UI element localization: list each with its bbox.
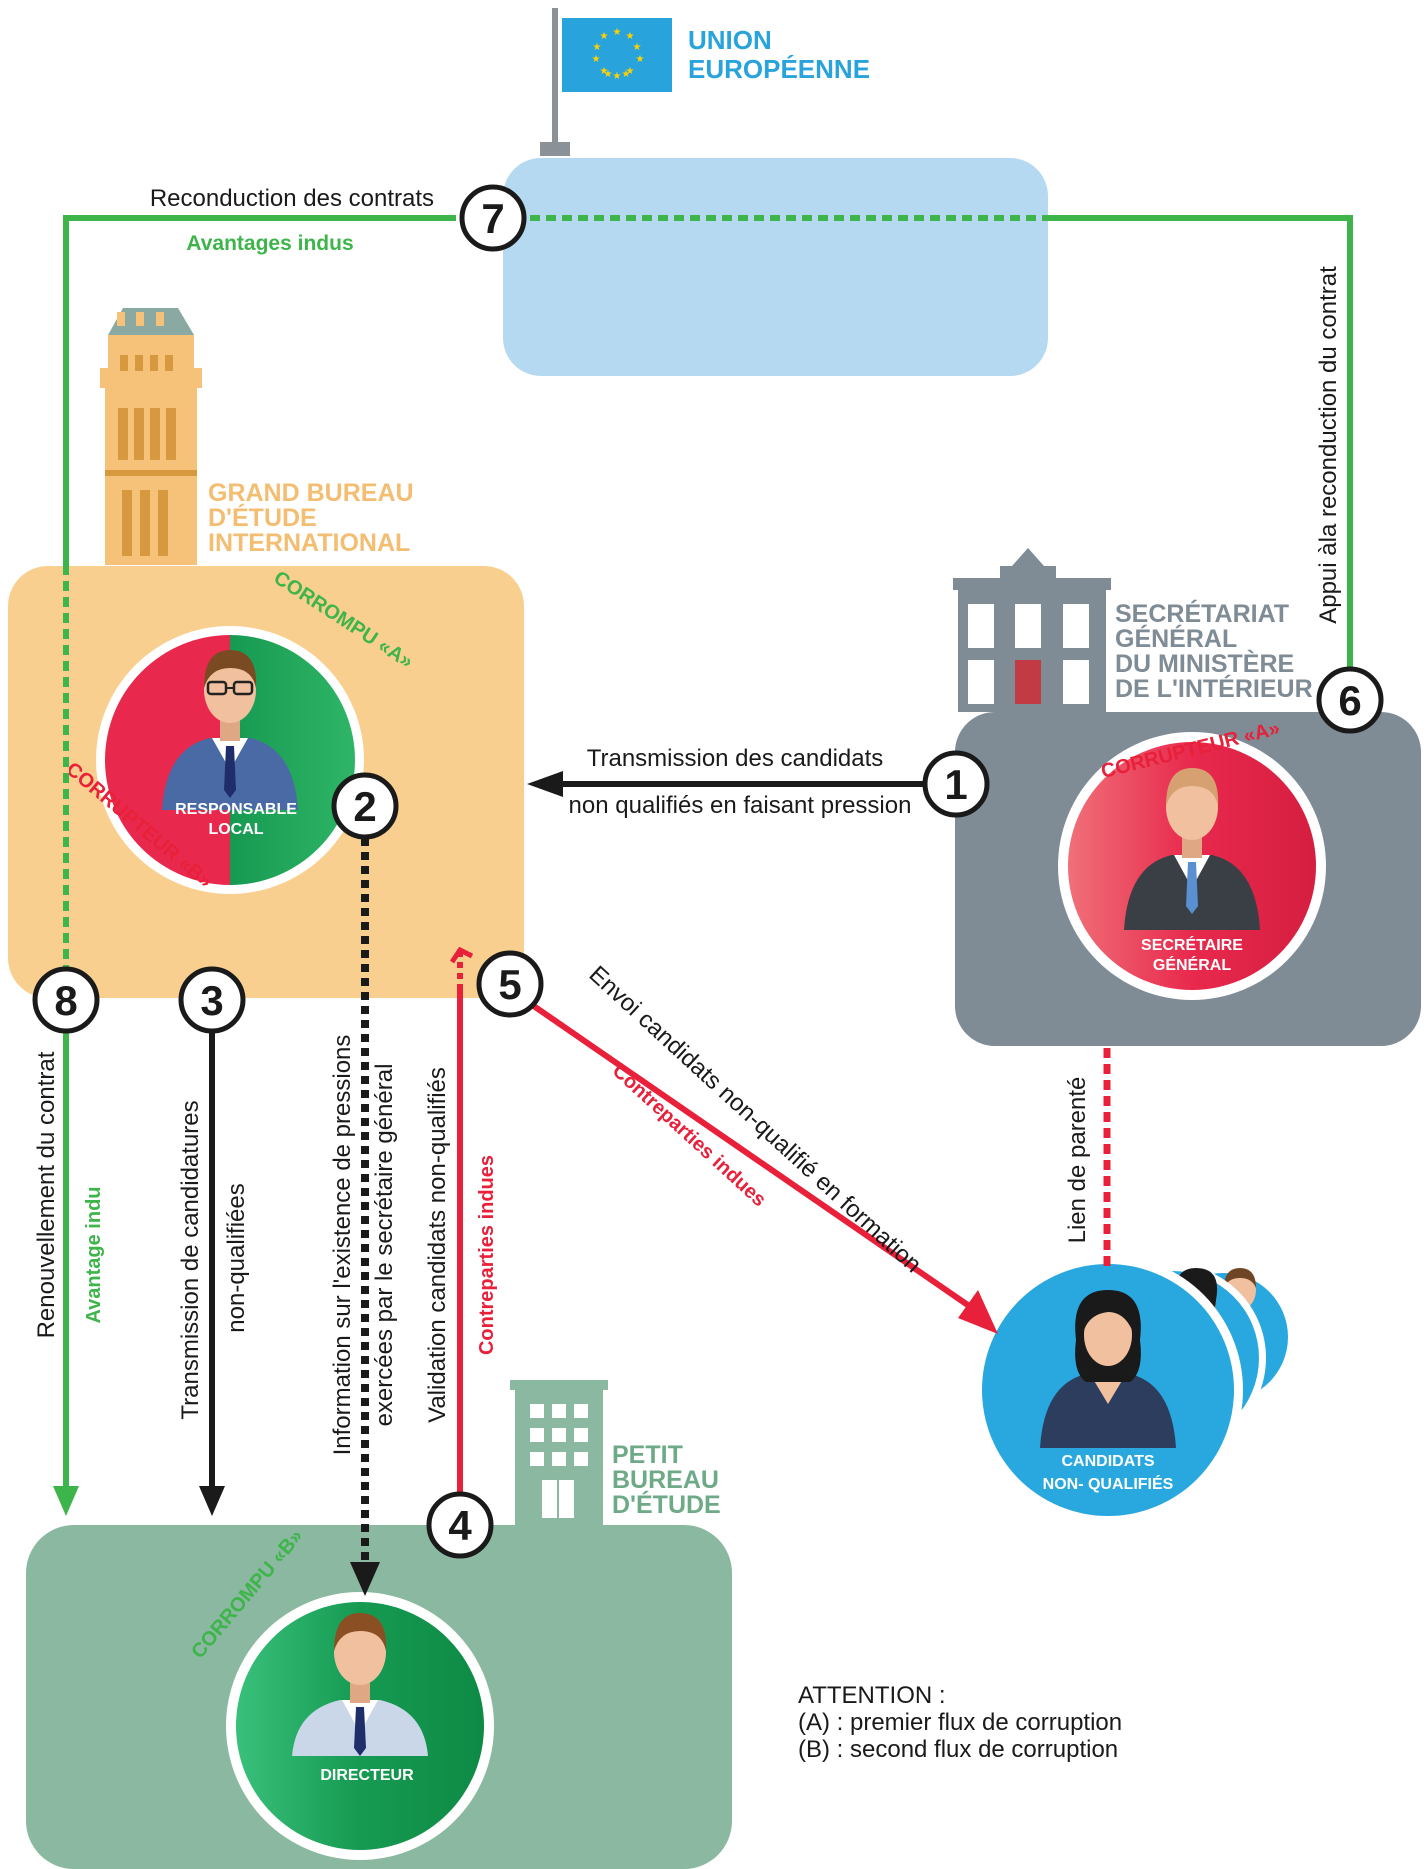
parente-label: Lien de parenté	[1064, 1077, 1091, 1244]
attention-line-a: (A) : premier flux de corruption	[798, 1709, 1122, 1736]
step-badge-7: 7	[459, 184, 527, 252]
step-4-sub: Contreparties indues	[476, 1155, 498, 1355]
responsable-label-2: LOCAL	[208, 821, 263, 838]
man-avatar-icon	[1124, 768, 1260, 930]
woman-avatar-icon	[1040, 1290, 1176, 1448]
flow-3-arrow	[199, 1022, 225, 1516]
eu-flag-icon: ★★★★ ★★★★ ★★★★	[540, 8, 672, 156]
step-badge-6: 6	[1316, 666, 1384, 734]
secretariat-label-1: SECRÉTARIAT	[1115, 599, 1289, 628]
candidats-label-2: NON- QUALIFIÉS	[1043, 1474, 1174, 1493]
office-building-icon	[510, 1380, 608, 1525]
step-2-label-2: exercées par le secrétaire général	[371, 1064, 398, 1427]
step-8-sub: Avantage indu	[83, 1186, 105, 1323]
step-7-sub: Avantages indus	[186, 232, 353, 255]
step-7-number: 7	[481, 195, 504, 242]
step-5-label: Envoi candidats non-qualifié en formatio…	[584, 961, 927, 1278]
secretaire-label-1: SECRÉTAIRE	[1141, 935, 1243, 954]
svg-text:★: ★	[613, 71, 622, 82]
step-1-number: 1	[944, 761, 967, 808]
directeur-label: DIRECTEUR	[320, 1767, 414, 1784]
candidats-group: CANDIDATS NON- QUALIFIÉS	[973, 1255, 1294, 1525]
step-4-number: 4	[448, 1502, 472, 1549]
step-2-number: 2	[353, 783, 376, 830]
step-8-number: 8	[54, 977, 77, 1024]
grand-bureau-label-1: GRAND BUREAU	[208, 479, 414, 507]
svg-text:★: ★	[592, 54, 601, 65]
step-5-number: 5	[498, 961, 521, 1008]
eu-label-line1: UNION	[688, 25, 772, 55]
flow-4-line	[449, 946, 474, 1500]
grand-bureau-label-3: INTERNATIONAL	[208, 529, 410, 557]
man-avatar-icon	[292, 1613, 428, 1756]
step-badge-5: 5	[476, 950, 544, 1018]
step-badge-4: 4	[426, 1491, 494, 1559]
petit-bureau-label-1: PETIT	[612, 1441, 683, 1469]
step-2-label-1: Information sur l'existence de pressions	[329, 1035, 356, 1456]
secretariat-label-4: DE L'INTÉRIEUR	[1115, 674, 1313, 703]
ministry-building-icon	[953, 548, 1111, 712]
step-badge-1: 1	[922, 750, 990, 818]
step-6-label: Appui àla reconduction du contrat	[1315, 266, 1342, 624]
flow-1-arrow	[527, 771, 925, 797]
svg-text:★: ★	[600, 66, 609, 77]
step-1-label-2: non qualifiés en faisant pression	[569, 792, 912, 819]
flow-2-arrow	[350, 838, 380, 1596]
step-5-sub: Contreparties indues	[608, 1060, 770, 1211]
candidats-label-1: CANDIDATS	[1061, 1453, 1154, 1470]
svg-text:★: ★	[604, 69, 613, 80]
step-badge-8: 8	[32, 966, 100, 1034]
step-3-number: 3	[200, 977, 223, 1024]
attention-line-b: (B) : second flux de corruption	[798, 1736, 1118, 1763]
svg-text:★: ★	[633, 42, 642, 53]
svg-text:★: ★	[613, 27, 622, 38]
flow-7-line	[63, 215, 1353, 983]
svg-text:★: ★	[626, 66, 635, 77]
step-8-label: Renouvellement du contrat	[33, 1051, 60, 1338]
petit-bureau-label-2: BUREAU	[612, 1466, 719, 1494]
step-badge-3: 3	[178, 966, 246, 1034]
petit-bureau-label-3: D'ÉTUDE	[612, 1490, 721, 1519]
step-6-number: 6	[1338, 677, 1361, 724]
secretariat-label-3: DU MINISTÈRE	[1115, 649, 1294, 678]
svg-text:★: ★	[626, 31, 635, 42]
svg-text:★: ★	[622, 69, 631, 80]
flow-5-arrow	[523, 997, 998, 1334]
attention-title: ATTENTION :	[798, 1682, 946, 1709]
man-glasses-avatar-icon	[162, 650, 298, 810]
svg-text:★: ★	[636, 54, 645, 65]
step-badge-2: 2	[331, 772, 399, 840]
eu-label-line2: EUROPÉENNE	[688, 54, 870, 84]
tower-building-icon	[100, 308, 202, 565]
step-4-label: Validation candidats non-qualifiés	[424, 1067, 451, 1423]
responsable-label-1: RESPONSABLE	[175, 801, 297, 818]
step-3-label-2: non-qualifiées	[223, 1183, 250, 1332]
svg-text:★: ★	[593, 42, 602, 53]
flow-8-arrow	[53, 1022, 79, 1516]
secretaire-label-2: GÉNÉRAL	[1153, 955, 1231, 974]
eu-funding-block	[503, 158, 1048, 376]
secretariat-label-2: GÉNÉRAL	[1115, 624, 1237, 653]
grand-bureau-label-2: D'ÉTUDE	[208, 503, 317, 532]
step-1-label-1: Transmission des candidats	[587, 745, 884, 772]
step-3-label-1: Transmission de candidatures	[177, 1100, 204, 1419]
step-7-label: Reconduction des contrats	[150, 185, 434, 212]
svg-text:★: ★	[600, 31, 609, 42]
